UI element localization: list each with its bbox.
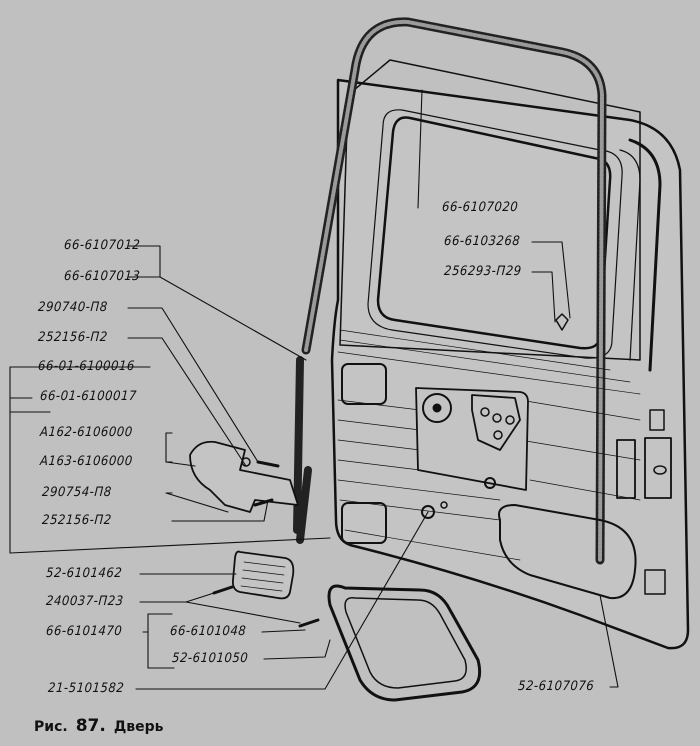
label-52-6107076: 52-6107076 [517,679,595,694]
lock-bracket [471,394,521,451]
label-52-6101050: 52-6101050 [171,651,249,666]
label-66-6101470: 66-6101470 [45,624,123,639]
upper-handle-recess [341,363,387,405]
leader-lines [9,89,619,690]
lower-handle-recess [341,502,387,544]
caption-prefix: Рис. [34,719,68,735]
label-290740-p8: 290740-П8 [37,300,109,315]
lower-opening [498,504,637,600]
plug-on-door [421,505,435,519]
label-52-6101462: 52-6101462 [45,566,123,581]
label-256293-p29: 256293-П29 [443,264,523,279]
clip-part [555,313,569,331]
hinge-part [189,440,299,513]
lock-cylinder [422,393,452,423]
label-252156-p2-a: 252156-П2 [37,330,109,345]
label-66-6101048: 66-6101048 [169,624,247,639]
window-opening [376,116,612,350]
label-252156-p2-b: 252156-П2 [41,513,113,528]
label-a163-6106000: А163-6106000 [39,454,134,469]
label-66-01-6100016: 66-01-6100016 [37,359,136,374]
screw-part [212,585,234,595]
striker-bracket [616,439,636,499]
label-240037-p23: 240037-П23 [45,594,125,609]
lock-plate [415,387,529,491]
label-66-01-6100017: 66-01-6100017 [39,389,138,404]
label-66-6107013: 66-6107013 [63,269,141,284]
label-290754-p8: 290754-П8 [41,485,113,500]
label-21-5101582: 21-5101582 [47,681,125,696]
label-66-6103268: 66-6103268 [443,234,521,249]
label-66-6107020: 66-6107020 [441,200,519,215]
caption-number: 87. [75,716,106,736]
panel-ribs [337,329,641,561]
hatch-frame-part [327,584,482,702]
label-66-6107012: 66-6107012 [63,238,141,253]
figure-caption: Рис. 87. Дверь [34,716,164,736]
caption-title: Дверь [113,719,164,735]
label-a162-6106000: А162-6106000 [39,425,134,440]
